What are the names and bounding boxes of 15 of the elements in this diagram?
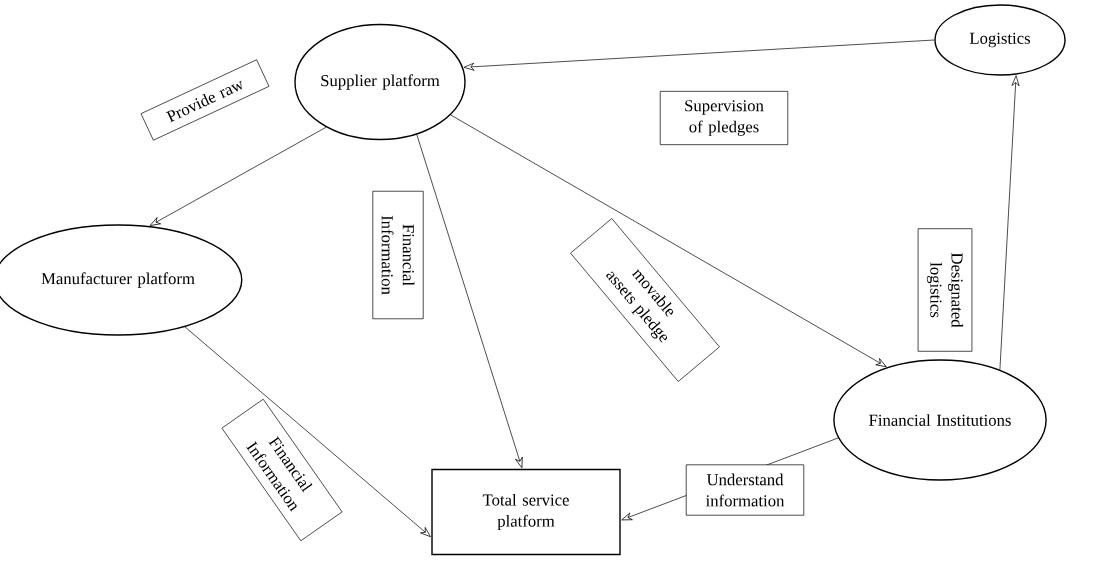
ellipse-node: Logistics: [934, 4, 1066, 76]
arrow: [999, 75, 1020, 371]
arrow: [450, 114, 887, 368]
arrow: [416, 134, 523, 469]
edge-label: Designated logistics: [917, 228, 973, 352]
arrow: [149, 126, 327, 226]
ellipse-node: Financial Institutions: [833, 359, 1047, 481]
edge-label: Supervision of pledges: [659, 91, 789, 145]
arrow: [184, 326, 431, 538]
edge-label: Financial Information: [372, 190, 424, 320]
arrow: [463, 39, 935, 71]
ellipse-node: Supplier platform: [294, 23, 466, 141]
process-box: Total service platform: [431, 468, 621, 556]
edge-label: Provide raw: [140, 59, 270, 141]
edge-label: Understand information: [685, 464, 805, 516]
